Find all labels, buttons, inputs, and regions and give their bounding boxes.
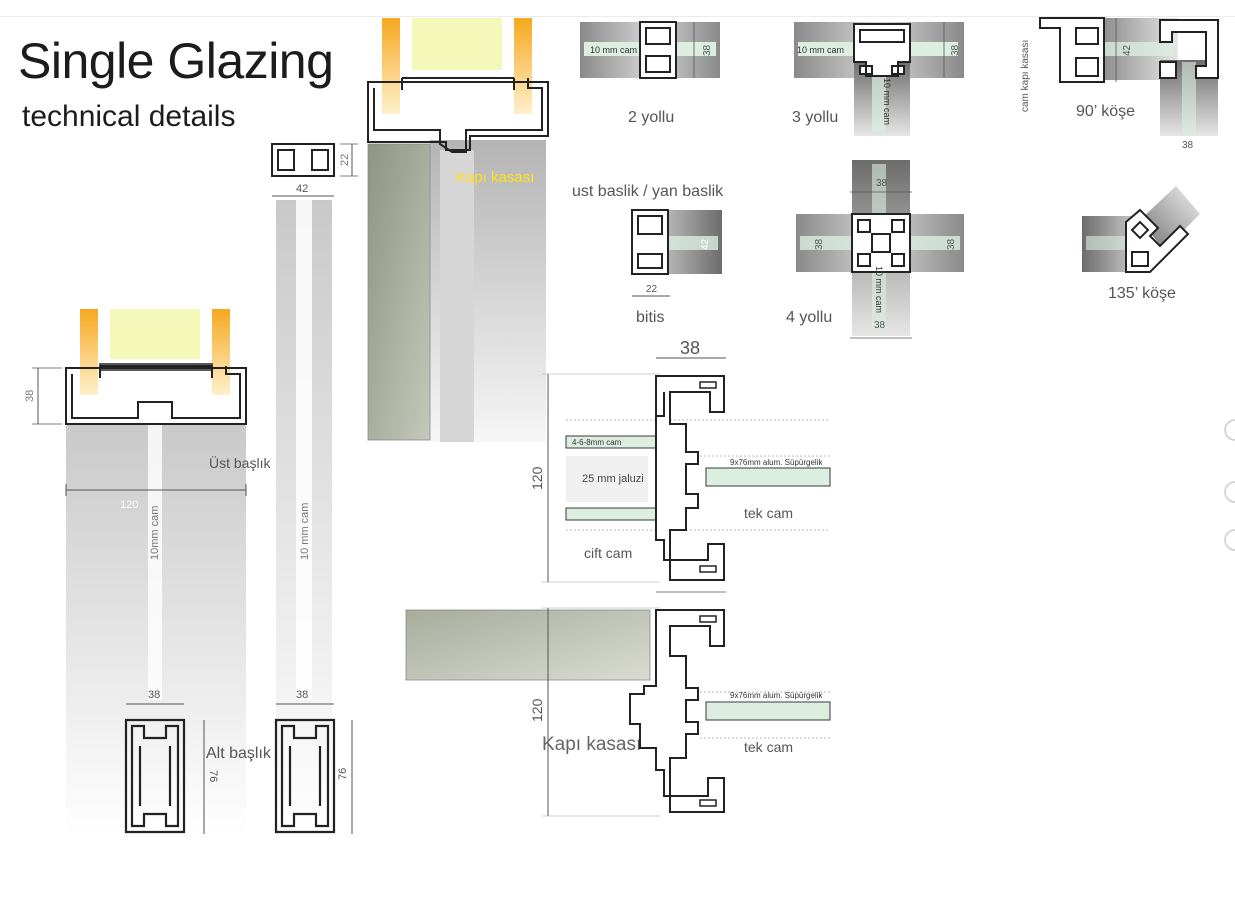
- dim-76-left: 76: [207, 770, 219, 782]
- detail-2-yollu: 10 mm cam 38 2 yollu: [580, 21, 720, 126]
- label-135-kose: 135’ köşe: [1108, 285, 1176, 302]
- profile-3-yollu: [853, 23, 911, 77]
- left-glass-strip: [148, 424, 162, 700]
- label-3-yollu: 3 yollu: [792, 109, 838, 126]
- label-10mm-cam-3yollu: 10 mm cam: [797, 45, 844, 55]
- dim-38-2yollu: 38: [702, 44, 713, 56]
- kasasi-glass-strip: [440, 150, 474, 442]
- left-header-inner: [99, 363, 213, 371]
- dim-38-4y-top: 38: [876, 178, 888, 189]
- dim-38-4y-left: 38: [814, 238, 825, 250]
- detail-90-kose: 42 38 cam kapı kasası 90’ köşe: [1020, 17, 1219, 151]
- glass-tek-cam-1: [705, 467, 831, 487]
- mid-glass-strip: [296, 196, 312, 700]
- dim-38-left: 38: [24, 390, 36, 402]
- kasasi-door-block: [367, 143, 431, 441]
- left-orange-bar-r: [212, 309, 230, 395]
- left-header-profile: [65, 365, 247, 425]
- label-kapi-kasasi-top: Kapı kasası: [456, 169, 534, 186]
- dim-38-4y-right: 38: [946, 238, 957, 250]
- dim-38-90: 38: [1182, 140, 1194, 151]
- jaluzi-block: [566, 456, 648, 502]
- alt-baslik-profile-left: [124, 718, 186, 834]
- kasasi-lower-block: [405, 609, 651, 681]
- label-10mm-cam-left: 10mm cam: [149, 506, 161, 560]
- dim-120-left: 120: [120, 499, 138, 511]
- label-2-yollu: 2 yollu: [628, 109, 674, 126]
- profile-2-yollu: [639, 21, 677, 79]
- label-4-yollu: 4 yollu: [786, 309, 832, 326]
- left-yellow-block: [110, 309, 200, 359]
- dim-76-mid: 76: [337, 768, 349, 780]
- label-10mm-cam-4yollu-v: 10 mm cam: [874, 266, 884, 313]
- kasasi-orange-r: [514, 18, 532, 114]
- label-10mm-cam-mid: 10 mm cam: [299, 503, 311, 560]
- mid-top-profile: [271, 143, 335, 177]
- label-supurgelik-2: 9x76mm alum. Süpürgelik: [730, 691, 823, 700]
- label-10mm-cam-2yollu: 10 mm cam: [590, 45, 637, 55]
- label-10mm-cam-3yollu-v: 10 mm cam: [882, 78, 892, 125]
- section-lower: 120 9x76mm alum. Süpürgelik tek cam Kapı…: [405, 591, 831, 817]
- glass-cift-cam: [565, 507, 671, 521]
- kasasi-top-profile: [367, 77, 549, 153]
- page-subtitle: technical details: [22, 100, 236, 133]
- section-upper: 38 120 4-6-8mm cam 25 mm jaluzi 9x76mm a…: [529, 338, 831, 583]
- label-supurgelik-1: 9x76mm alum. Süpürgelik: [730, 458, 823, 467]
- label-cam-468: 4-6-8mm cam: [572, 438, 622, 447]
- dim-120-section: 120: [529, 466, 545, 490]
- detail-4-yollu: 38 38 38 10 mm cam 38 4 yollu: [786, 160, 964, 339]
- left-orange-bar-l: [80, 309, 98, 395]
- dim-38-3yollu: 38: [950, 44, 961, 56]
- dim-22-mid: 22: [339, 154, 351, 166]
- dim-120-lower: 120: [529, 698, 545, 722]
- kapi-kasasi-assembly: Kapı kasası: [367, 18, 549, 442]
- dim-38-section: 38: [680, 338, 700, 358]
- label-cam-kapi-kasasi: cam kapı kasası: [1020, 40, 1031, 112]
- profile-135-kose: [1125, 208, 1190, 273]
- alt-baslik-profile-mid: [274, 718, 336, 834]
- dim-22-bitis: 22: [646, 284, 658, 295]
- detail-bitis: ust baslik / yan baslik 42 22 bitis: [572, 183, 724, 326]
- detail-135-kose: 135’ köşe: [1082, 186, 1200, 302]
- left-column-assembly: 38 120 Üst başlık 10mm cam 38 76 Alt baş…: [24, 309, 272, 836]
- profile-section-lower: [629, 609, 725, 813]
- kasasi-orange-l: [382, 18, 400, 114]
- label-alt-baslik: Alt başlık: [206, 745, 272, 762]
- dim-42-bitis: 42: [700, 238, 711, 250]
- edge-marks: [1224, 419, 1235, 551]
- label-tek-cam-2: tek cam: [744, 739, 793, 755]
- dim-42-mid: 42: [296, 183, 308, 195]
- detail-3-yollu: 10 mm cam 10 mm cam 38 3 yollu: [792, 22, 964, 136]
- label-ust-yan-baslik: ust baslik / yan baslik: [572, 183, 724, 200]
- dim-38-bottom-left: 38: [148, 689, 160, 701]
- label-tek-cam-1: tek cam: [744, 505, 793, 521]
- kasasi-yellow-block: [412, 18, 502, 70]
- label-kapi-kasasi-bottom: Kapı kasası: [542, 734, 641, 755]
- profile-90-kose: [1159, 19, 1219, 79]
- profile-section-upper: [655, 375, 725, 581]
- label-ust-baslik: Üst başlık: [209, 454, 271, 471]
- middle-column-assembly: 22 42 10 mm cam 38 76: [271, 143, 358, 836]
- profile-bitis: [631, 209, 669, 275]
- label-90-kose: 90’ köşe: [1076, 103, 1135, 120]
- profile-cam-kapi-kasasi: [1039, 17, 1105, 83]
- glass-tek-cam-2: [705, 701, 831, 721]
- dim-38-4y-bottom: 38: [874, 320, 886, 331]
- profile-4-yollu: [851, 213, 911, 273]
- top-border: [0, 0, 1235, 17]
- dim-42-90: 42: [1122, 44, 1133, 56]
- label-bitis: bitis: [636, 309, 664, 326]
- page-title: Single Glazing: [18, 33, 334, 89]
- dim-38-bottom-mid: 38: [296, 689, 308, 701]
- label-jaluzi: 25 mm jaluzi: [582, 473, 644, 485]
- label-cift-cam: cift cam: [584, 545, 632, 561]
